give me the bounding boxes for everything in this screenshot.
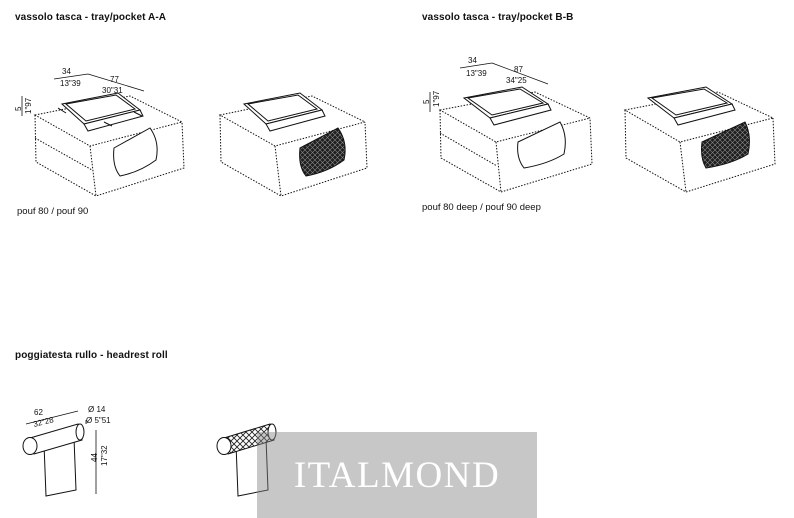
caption-tray-bb: pouf 80 deep / pouf 90 deep (422, 202, 541, 213)
dim-headrest-length-cm: 62 (34, 408, 43, 417)
watermark-text: ITALMOND (293, 454, 501, 496)
dim-headrest-diam-cm: Ø 14 (88, 405, 106, 414)
section-title-tray-aa: vassolo tasca - tray/pocket A-A (15, 12, 167, 23)
dim-headrest-height-cm: 44 (90, 453, 99, 462)
dim-aa-depth-in: 13"39 (60, 79, 81, 88)
caption-tray-aa: pouf 80 / pouf 90 (17, 206, 89, 217)
dim-headrest-diam-in: Ø 5"51 (86, 416, 111, 425)
pouf-aa-quilted-drawing (218, 92, 368, 197)
pouf-bb-quilted-drawing (623, 86, 776, 193)
dimensions-pouf-aa (21, 73, 145, 116)
dim-aa-height-in: 1"97 (24, 97, 33, 114)
dim-aa-width-in: 30"31 (102, 86, 123, 95)
dimensions-pouf-bb (429, 62, 549, 112)
dim-bb-depth-cm: 34 (468, 56, 477, 65)
dim-aa-width-cm: 77 (110, 75, 119, 84)
dim-bb-width-in: 34"25 (506, 76, 527, 85)
section-title-tray-bb: vassolo tasca - tray/pocket B-B (422, 12, 574, 23)
dim-headrest-length-in: 32"28 (32, 415, 55, 429)
dim-bb-width-cm: 87 (514, 65, 523, 74)
dim-bb-depth-in: 13"39 (466, 69, 487, 78)
headrest-roll-quilted-drawing (216, 423, 277, 497)
dim-bb-height-cm: 5 (422, 99, 431, 104)
pouf-bb-plain-drawing (438, 86, 593, 193)
dim-headrest-height-in: 17"32 (100, 445, 109, 466)
dim-aa-height-cm: 5 (14, 106, 23, 111)
dimensions-headrest (25, 410, 97, 494)
headrest-roll-plain-drawing (22, 423, 85, 497)
dim-aa-depth-cm: 34 (62, 67, 71, 76)
section-title-headrest: poggiatesta rullo - headrest roll (15, 350, 168, 361)
pouf-aa-plain-drawing (33, 92, 185, 197)
dim-bb-height-in: 1"97 (432, 90, 441, 107)
watermark-overlay: ITALMOND (257, 432, 537, 518)
